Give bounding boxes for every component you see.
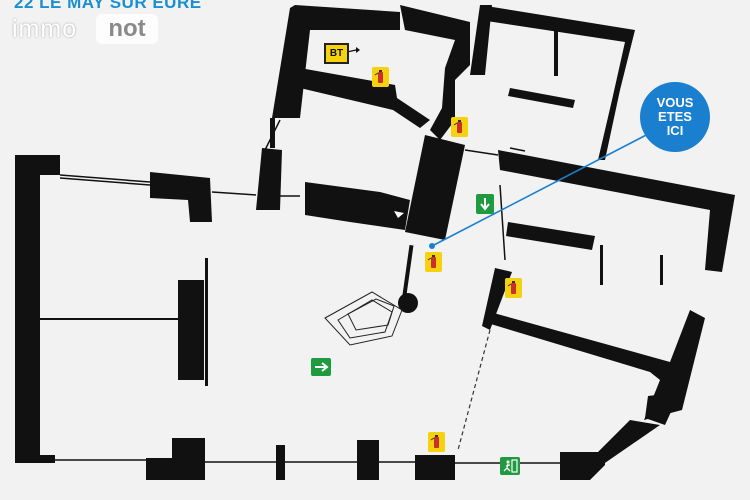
fire-extinguisher-icon <box>372 67 389 87</box>
line-1 <box>59 174 151 183</box>
you-are-here-badge: VOUS ETES ICI <box>640 82 710 152</box>
wall-right-slab-a <box>506 222 595 250</box>
stair-outer <box>324 291 403 346</box>
wall-thin-r2 <box>660 255 663 285</box>
wall-block-c <box>146 438 205 480</box>
badge-line-1: VOUS <box>656 95 694 110</box>
stair-middle <box>337 299 393 339</box>
wall-right-slab-d <box>645 392 680 425</box>
line-3 <box>211 191 257 196</box>
fire-extinguisher-icon <box>451 117 468 137</box>
wall-block-e <box>560 452 605 480</box>
exit-arrow-right-icon <box>311 358 331 376</box>
stair-inner <box>347 298 395 331</box>
wall-slab-b <box>400 5 470 140</box>
wall-slab-c <box>470 5 492 75</box>
fire-extinguisher-icon <box>428 432 445 452</box>
wall-left-inner <box>38 318 185 320</box>
line-13 <box>509 147 526 152</box>
wall-slab-d <box>508 88 575 108</box>
wall-slab-f <box>256 148 282 210</box>
wall-thin-r1 <box>600 245 603 285</box>
watermark-right: not <box>96 14 158 44</box>
you-are-here-line <box>431 131 653 247</box>
wall-slab-a <box>300 68 430 128</box>
wall-right-slab-e <box>595 420 660 465</box>
wall-thin-top <box>554 28 558 76</box>
wall-thin-f <box>270 118 275 148</box>
wall-slab-e <box>305 182 410 230</box>
wall-top-left <box>272 5 400 118</box>
thin-lines <box>55 119 560 464</box>
electrical-panel-label: BT <box>324 43 349 64</box>
wall-post-b <box>357 440 379 480</box>
emergency-exit-icon <box>500 457 520 475</box>
exit-arrow-down-icon <box>476 194 494 214</box>
badge-line-2: ETES <box>658 109 692 124</box>
wall-right-slab-c <box>484 310 705 420</box>
wall-left-outer <box>15 155 60 463</box>
you-are-here-dot <box>429 243 435 249</box>
badge-line-3: ICI <box>666 123 684 138</box>
wall-block-d <box>415 455 455 480</box>
wall-block-b <box>178 280 204 380</box>
wall-post-a <box>276 445 285 480</box>
wall-right-outer <box>498 150 735 272</box>
watermark-left: immo <box>12 15 78 43</box>
watermark: immo not <box>12 12 158 46</box>
pillar-rod <box>402 244 414 296</box>
dashed-line <box>457 329 491 451</box>
header-title: 22 LE MAY SUR EURE <box>14 0 202 12</box>
fire-extinguisher-icon <box>425 252 442 272</box>
wall-core <box>405 135 465 240</box>
line-9 <box>264 119 281 151</box>
wall-block-a <box>150 172 212 222</box>
marker-icon <box>394 211 404 218</box>
line-11 <box>464 149 499 156</box>
pillar <box>398 293 418 313</box>
fire-extinguisher-icon <box>505 278 522 298</box>
wall-top-right <box>480 5 635 160</box>
wall-thin-b <box>205 258 208 386</box>
line-2 <box>59 177 151 186</box>
stair-outline <box>324 291 403 346</box>
line-12 <box>499 184 506 261</box>
